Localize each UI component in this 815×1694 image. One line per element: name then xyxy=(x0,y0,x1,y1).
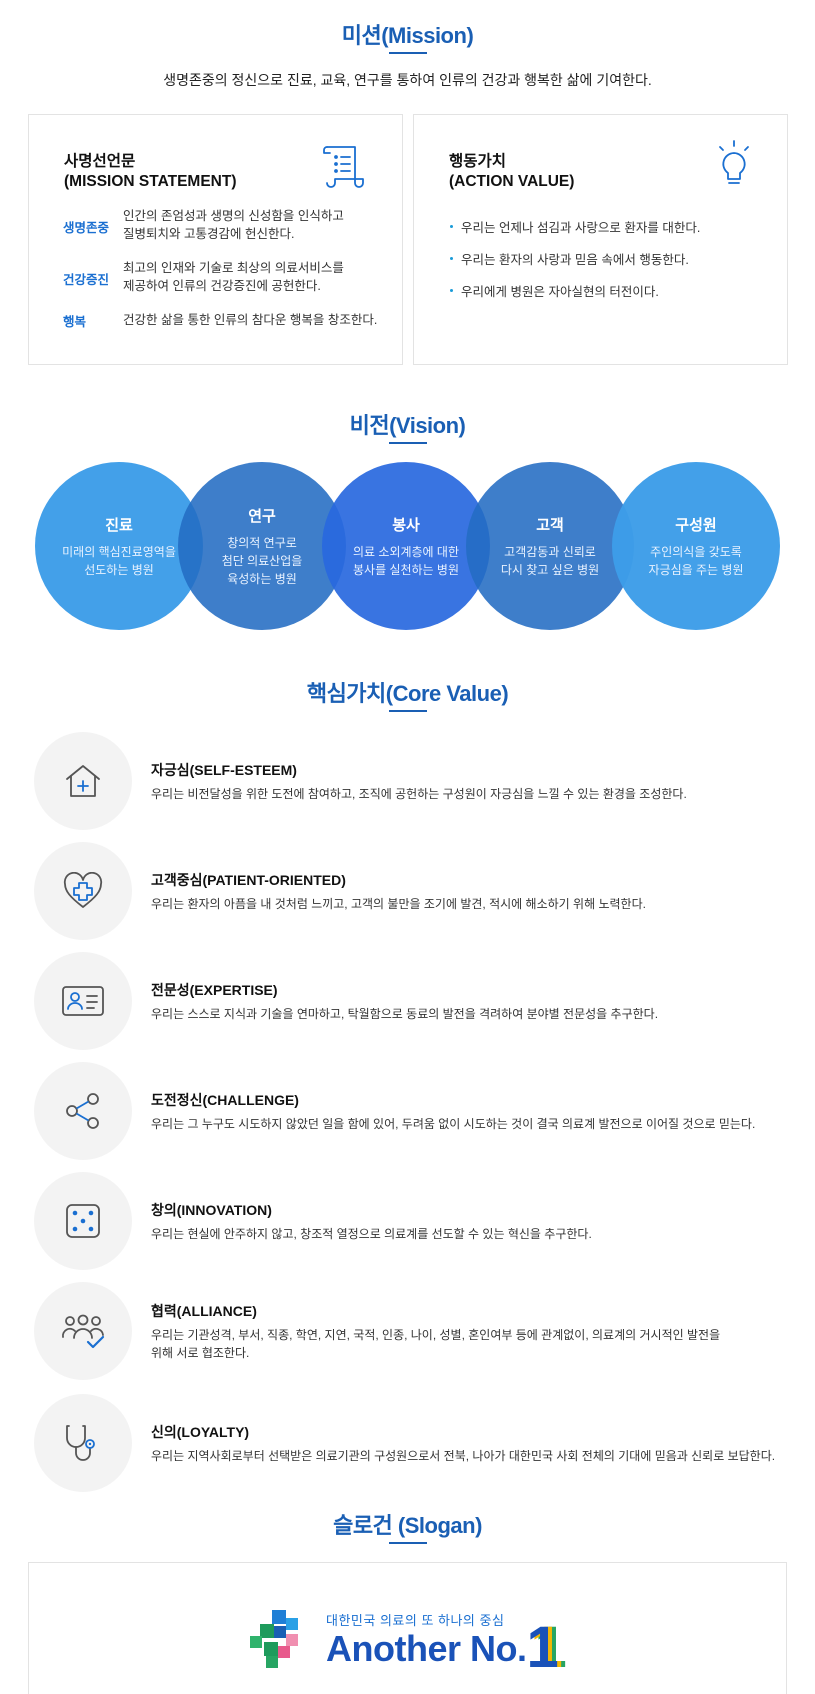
house-plus-icon xyxy=(34,732,132,830)
action-value-item: 우리에게 병원은 자아실현의 터전이다. xyxy=(450,281,659,300)
bullet-dot xyxy=(450,225,453,229)
mission-item-key: 생명존중 xyxy=(63,221,110,235)
core-value-title-underline xyxy=(389,710,427,712)
heart-cross-icon xyxy=(34,842,132,940)
core-value-item-loyalty: 신의(LOYALTY) 우리는 지역사회로부터 선택받은 의료기관의 구성원으로… xyxy=(34,1394,794,1492)
core-value-title-text: 협력(ALLIANCE) xyxy=(151,1303,257,1319)
vision-title-underline xyxy=(389,442,427,444)
action-value-title: 행동가치 (ACTION VALUE) xyxy=(449,153,575,190)
core-value-item-innovation: 창의(INNOVATION) 우리는 현실에 안주하지 않고, 창조적 열정으로… xyxy=(34,1172,794,1270)
mission-description: 생명존중의 정신으로 진료, 교육, 연구를 통하여 인류의 건강과 행복한 삶… xyxy=(163,72,652,88)
hospital-cross-logo xyxy=(246,1608,312,1677)
slogan-title: 슬로건 (Slogan) xyxy=(333,1513,482,1538)
vision-title: 비전(Vision) xyxy=(349,413,466,438)
mission-title-underline xyxy=(389,52,427,54)
core-value-title-text: 고객중심(PATIENT-ORIENTED) xyxy=(151,872,346,888)
core-value-title-text: 자긍심(SELF-ESTEEM) xyxy=(151,762,297,778)
core-value-desc: 우리는 지역사회로부터 선택받은 의료기관의 구성원으로서 전북, 나아가 대한… xyxy=(151,1449,776,1463)
mission-statement-box: 사명선언문 (MISSION STATEMENT) 생명존중 인간의 존엄성과 … xyxy=(28,114,403,365)
mission-statement-title: 사명선언문 (MISSION STATEMENT) xyxy=(64,153,237,190)
mission-item-text: 인간의 존엄성과 생명의 신성함을 인식하고 질병퇴치와 고통경감에 헌신한다. xyxy=(123,209,344,241)
dice-icon xyxy=(34,1172,132,1270)
slogan-main-text: Another No.1 xyxy=(326,1615,559,1680)
core-value-desc: 우리는 스스로 지식과 기술을 연마하고, 탁월함으로 동료의 발전을 격려하여… xyxy=(151,1007,659,1021)
slogan-box xyxy=(28,1562,787,1694)
mission-title: 미션(Mission) xyxy=(341,23,474,48)
mission-item-text: 건강한 삶을 통한 인류의 참다운 행복을 창조한다. xyxy=(123,313,378,327)
stethoscope-icon xyxy=(34,1394,132,1492)
core-value-title-text: 창의(INNOVATION) xyxy=(151,1202,272,1218)
bullet-dot xyxy=(450,257,453,261)
core-value-desc: 우리는 그 누구도 시도하지 않았던 일을 함에 있어, 두려움 없이 시도하는… xyxy=(151,1117,756,1131)
core-value-desc: 우리는 현실에 안주하지 않고, 창조적 열정으로 의료계를 선도할 수 있는 … xyxy=(151,1227,592,1241)
action-value-item: 우리는 언제나 섬김과 사랑으로 환자를 대한다. xyxy=(450,217,700,236)
mission-item-text: 최고의 인재와 기술로 최상의 의료서비스를 제공하여 인류의 건강증진에 공헌… xyxy=(123,261,344,293)
core-value-item-patient-oriented: 고객중심(PATIENT-ORIENTED) 우리는 환자의 아픔을 내 것처럼… xyxy=(34,842,794,940)
core-value-item-alliance: 협력(ALLIANCE) 우리는 기관성격, 부서, 직종, 학연, 지연, 국… xyxy=(34,1282,794,1380)
core-value-item-challenge: 도전정신(CHALLENGE) 우리는 그 누구도 시도하지 않았던 일을 함에… xyxy=(34,1062,794,1160)
slogan-number-one: 1 xyxy=(526,1615,559,1680)
slogan-title-underline xyxy=(389,1542,427,1544)
action-value-item: 우리는 환자의 사랑과 믿음 속에서 행동한다. xyxy=(450,249,689,268)
core-value-desc: 우리는 비전달성을 위한 도전에 참여하고, 조직에 공헌하는 구성원이 자긍심… xyxy=(151,787,687,801)
share-nodes-icon xyxy=(34,1062,132,1160)
mission-item-key: 건강증진 xyxy=(63,273,110,287)
core-value-desc: 우리는 환자의 아픔을 내 것처럼 느끼고, 고객의 불만을 조기에 발견, 적… xyxy=(151,897,646,911)
core-value-title-text: 도전정신(CHALLENGE) xyxy=(151,1092,299,1108)
group-check-icon xyxy=(34,1282,132,1380)
slogan-subtitle: 대한민국 의료의 또 하나의 중심 xyxy=(326,1613,505,1628)
core-value-title: 핵심가치(Core Value) xyxy=(306,681,509,706)
action-value-box: 행동가치 (ACTION VALUE) 우리는 언제나 섬김과 사랑으로 환자를… xyxy=(413,114,788,365)
id-card-icon xyxy=(34,952,132,1050)
lightbulb-icon xyxy=(714,139,754,194)
mission-item-key: 행복 xyxy=(63,315,87,329)
core-value-item-self-esteem: 자긍심(SELF-ESTEEM) 우리는 비전달성을 위한 도전에 참여하고, … xyxy=(34,732,794,830)
core-value-desc: 우리는 기관성격, 부서, 직종, 학연, 지연, 국적, 인종, 나이, 성별… xyxy=(151,1328,721,1360)
core-value-title-text: 신의(LOYALTY) xyxy=(151,1424,250,1440)
core-value-item-expertise: 전문성(EXPERTISE) 우리는 스스로 지식과 기술을 연마하고, 탁월함… xyxy=(34,952,794,1050)
scroll-list-icon xyxy=(321,143,369,194)
bullet-dot xyxy=(450,289,453,293)
core-value-title-text: 전문성(EXPERTISE) xyxy=(151,982,278,998)
